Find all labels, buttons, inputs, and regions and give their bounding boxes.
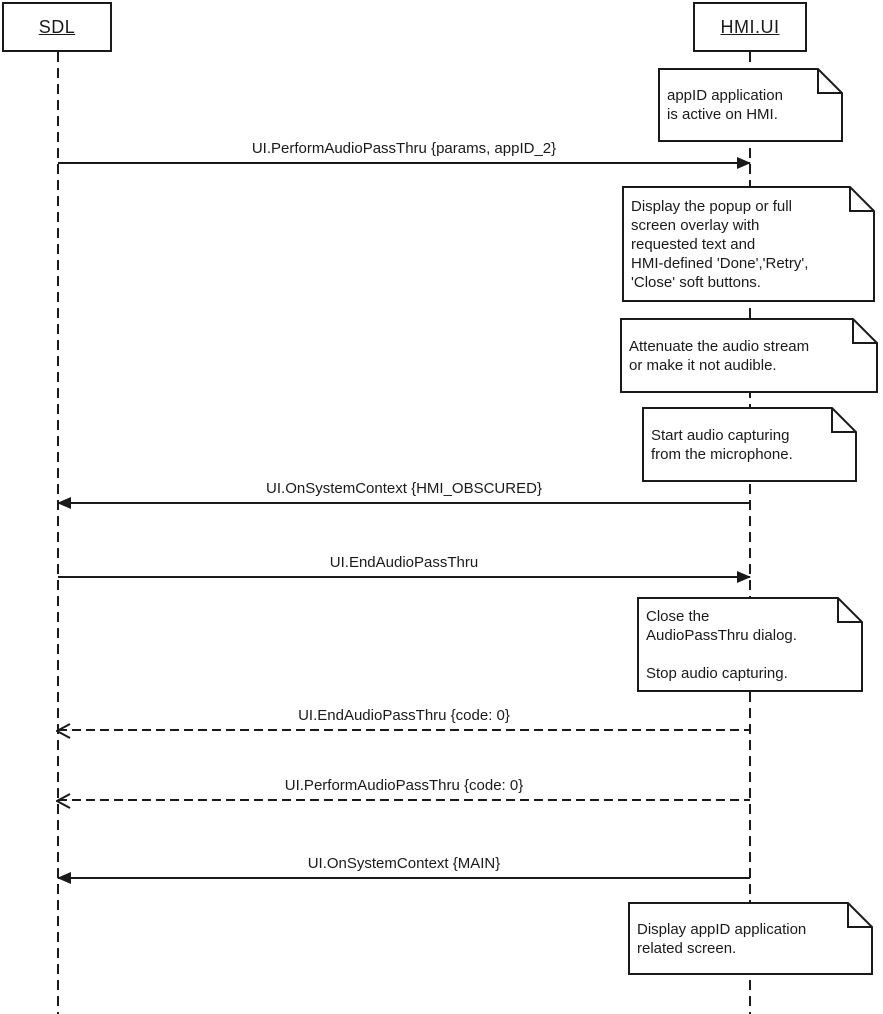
- actor-sdl: SDL: [2, 2, 112, 52]
- open-arrowhead-left-icon: [56, 723, 71, 739]
- note-text: Display the popup or full screen overlay…: [631, 197, 809, 291]
- note-shape: [620, 318, 878, 393]
- note-start-audio-capturing: Start audio capturing from the microphon…: [642, 407, 857, 482]
- message-label: UI.EndAudioPassThru: [329, 554, 479, 571]
- note-text: Attenuate the audio stream or make it no…: [629, 337, 810, 374]
- lifeline-hmi-ui: [749, 52, 751, 1014]
- message-label: UI.PerformAudioPassThru {code: 0}: [284, 777, 524, 794]
- arrowhead-right-icon: [737, 157, 751, 169]
- message-label: UI.OnSystemContext {HMI_OBSCURED}: [266, 480, 542, 497]
- message-label: UI.EndAudioPassThru {code: 0}: [298, 707, 510, 724]
- note-shape: [622, 186, 875, 302]
- message-line: [58, 729, 750, 731]
- message-line: [58, 576, 750, 578]
- note-appid-active: appID application is active on HMI.: [658, 68, 843, 142]
- note-display-app-screen: Display appID application related screen…: [628, 902, 873, 975]
- arrowhead-left-icon: [57, 497, 71, 509]
- message-line: [58, 877, 750, 879]
- message-label: UI.PerformAudioPassThru {params, appID_2…: [251, 140, 557, 157]
- note-text: appID application is active on HMI.: [667, 87, 783, 123]
- open-arrowhead-left-icon: [56, 793, 71, 809]
- message-onsystemcontext-main: UI.OnSystemContext {MAIN}: [57, 849, 750, 884]
- note-shape: [642, 407, 857, 482]
- message-end-audiopassthru-response: UI.EndAudioPassThru {code: 0}: [56, 701, 750, 739]
- message-onsystemcontext-obscured: UI.OnSystemContext {HMI_OBSCURED}: [57, 474, 750, 509]
- note-shape: [637, 597, 863, 692]
- note-text: Start audio capturing from the microphon…: [651, 426, 793, 463]
- actor-hmi-ui-label: HMI.UI: [720, 16, 780, 37]
- actor-sdl-label: SDL: [38, 16, 76, 37]
- note-shape: [628, 902, 873, 975]
- actor-hmi-ui: HMI.UI: [693, 2, 807, 52]
- message-perform-audiopassthru-request: UI.PerformAudioPassThru {params, appID_2…: [58, 134, 751, 169]
- note-display-popup: Display the popup or full screen overlay…: [622, 186, 875, 302]
- note-attenuate-audio: Attenuate the audio stream or make it no…: [620, 318, 878, 393]
- message-line: [58, 502, 750, 504]
- arrowhead-left-icon: [57, 872, 71, 884]
- note-text: Display appID application related screen…: [637, 920, 807, 957]
- note-close-dialog: Close the AudioPassThru dialog. Stop aud…: [637, 597, 863, 692]
- message-line: [58, 162, 750, 164]
- message-end-audiopassthru-request: UI.EndAudioPassThru: [58, 548, 751, 583]
- message-label: UI.OnSystemContext {MAIN}: [307, 855, 501, 872]
- note-text: Close the AudioPassThru dialog. Stop aud…: [646, 607, 797, 682]
- lifeline-sdl: [57, 52, 59, 1014]
- message-perform-audiopassthru-response: UI.PerformAudioPassThru {code: 0}: [56, 771, 750, 809]
- note-shape: [658, 68, 843, 142]
- message-line: [58, 799, 750, 801]
- arrowhead-right-icon: [737, 571, 751, 583]
